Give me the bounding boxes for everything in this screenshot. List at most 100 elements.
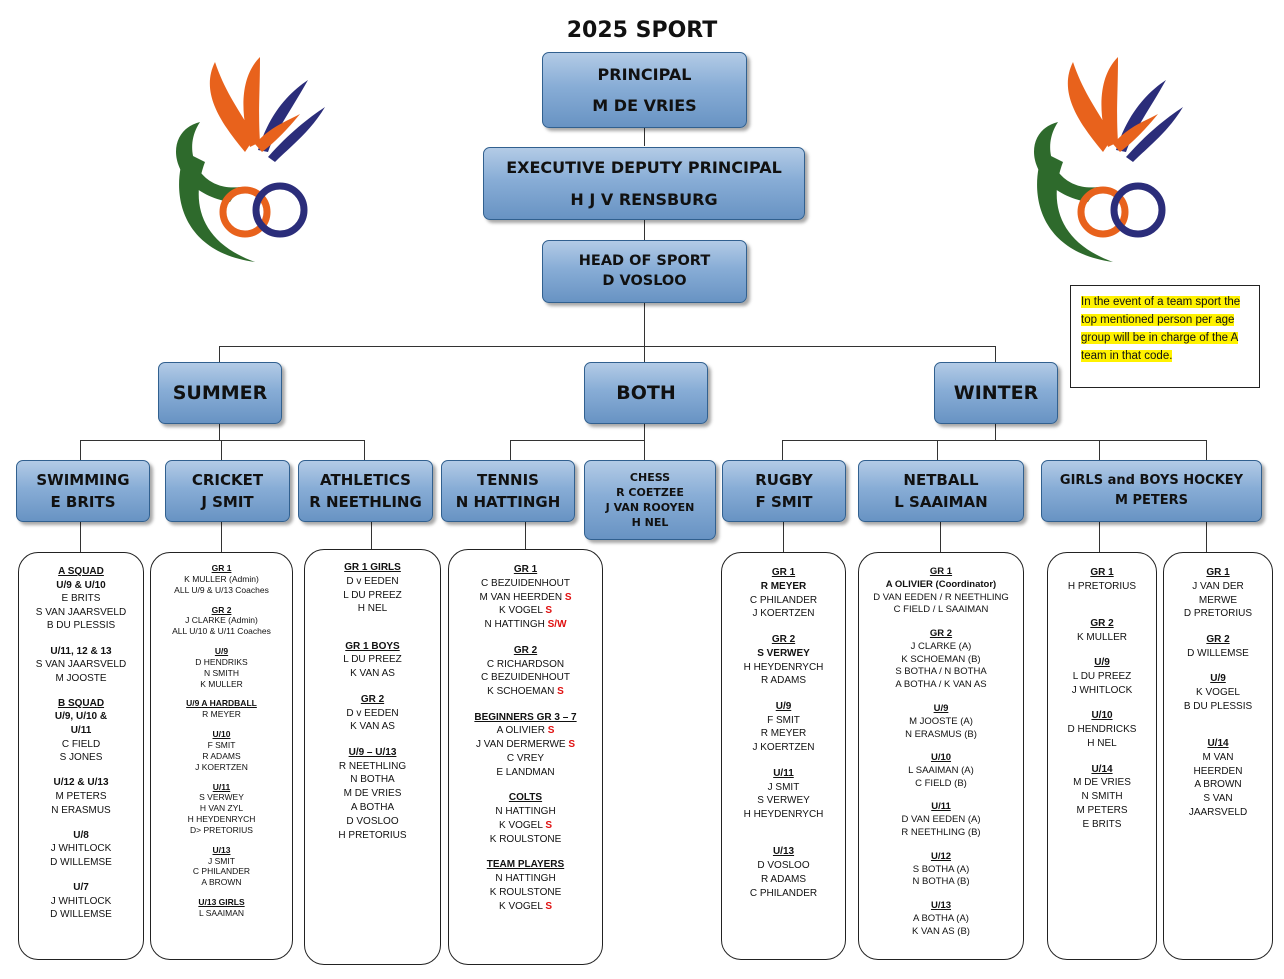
list-item: F SMIT <box>767 714 800 726</box>
group-heading: GR 1 <box>1090 567 1114 578</box>
principal-title: PRINCIPAL <box>597 64 692 84</box>
hockey-head: M PETERS <box>1115 493 1188 508</box>
spacer <box>1048 645 1156 657</box>
status-tag: S <box>557 686 564 698</box>
group-heading: GR 2 <box>513 644 538 656</box>
spacer <box>722 688 845 700</box>
list-item: R ADAMS <box>760 873 806 885</box>
list-item: D WILLEMSE <box>50 909 112 921</box>
spacer <box>19 633 143 645</box>
list-item: L DU PREEZ <box>1072 671 1132 683</box>
spacer <box>722 834 845 846</box>
group-heading: GR 2 <box>211 604 232 615</box>
connector-line <box>644 424 645 460</box>
spacer <box>449 780 602 792</box>
list-item: K VAN AS <box>350 721 395 733</box>
connector-line <box>364 440 365 460</box>
spacer <box>449 699 602 711</box>
list-item: U/9, U/10 & <box>54 711 108 723</box>
spacer <box>1048 605 1156 617</box>
connector-line <box>221 522 222 552</box>
group-heading: U/9 <box>214 646 229 657</box>
list-item: H VAN ZYL <box>199 803 244 814</box>
spacer <box>19 765 143 777</box>
spacer <box>19 685 143 697</box>
list-item: D VAN EEDEN / R NEETHLING <box>873 591 1009 603</box>
spacer <box>1164 661 1272 673</box>
connector-line <box>219 346 995 347</box>
list-item: HEERDEN <box>1193 765 1243 777</box>
list-item: R NEETHLING <box>338 760 407 772</box>
connector-line <box>937 440 938 460</box>
list-item: K VOGEL S <box>499 605 552 617</box>
list-item: N BOTHA (B) <box>912 876 970 888</box>
spacer <box>1164 621 1272 633</box>
list-item: S VERWEY <box>757 795 810 807</box>
group-heading: GR 2 <box>1090 618 1114 630</box>
list-item: K SCHOEMAN S <box>487 686 564 698</box>
group-heading: U/9 A HARDBALL <box>186 698 257 709</box>
group-heading: GR 2 <box>360 693 385 705</box>
principal-box: PRINCIPAL M DE VRIES <box>542 52 747 128</box>
list-item: S VERWEY <box>199 792 244 803</box>
list-item: H NEL <box>1087 738 1117 750</box>
list-item: R MEYER <box>760 728 807 740</box>
group-heading: GR 1 <box>771 567 796 578</box>
spacer <box>859 617 1023 628</box>
connector-line <box>80 522 81 552</box>
rugby-head: F SMIT <box>755 493 813 511</box>
principal-name: M DE VRIES <box>592 96 697 115</box>
hockey-box: GIRLS and BOYS HOCKEY M PETERS <box>1041 460 1262 522</box>
list-item: N ERASMUS <box>51 804 111 816</box>
list-item: A BOTHA <box>350 802 395 814</box>
list-item: D WILLEMSE <box>1187 647 1249 659</box>
status-tag: S <box>568 739 576 751</box>
list-item: S BOTHA / N BOTHA <box>895 666 987 678</box>
connector-line <box>80 440 365 441</box>
spacer <box>151 637 292 646</box>
group-heading: BEGINNERS GR 3 – 7 <box>474 711 577 723</box>
cricket-box: CRICKET J SMIT <box>165 460 290 522</box>
list-item: U/8 <box>73 829 89 841</box>
list-item: S VAN <box>1203 793 1233 805</box>
spacer <box>1048 698 1156 710</box>
group-heading: U/13 <box>930 899 952 911</box>
connector-line <box>219 424 220 440</box>
spacer <box>305 628 440 640</box>
both-label: BOTH <box>616 381 676 404</box>
netball-label: NETBALL <box>903 471 979 489</box>
spacer <box>1048 751 1156 763</box>
group-heading: U/9 <box>1210 673 1226 685</box>
chess-head-2: J VAN ROOYEN <box>605 501 695 514</box>
list-item: M PETERS <box>1076 804 1128 816</box>
spacer <box>449 847 602 859</box>
list-item: U/11, 12 & 13 <box>50 645 112 657</box>
list-item: L SAAIMAN <box>198 907 245 918</box>
spacer <box>722 822 845 834</box>
list-item: JAARSVELD <box>1188 807 1248 819</box>
rugby-label: RUGBY <box>755 471 813 489</box>
list-item: A BROWN <box>1194 779 1242 791</box>
list-item: A OLIVIER S <box>496 725 555 737</box>
connector-line <box>80 440 81 460</box>
list-item: D VOSLOO <box>757 860 810 872</box>
spacer <box>151 595 292 604</box>
list-item: H HEYDENRYCH <box>187 814 256 824</box>
connector-line <box>644 126 645 146</box>
list-item: K VAN AS <box>350 668 395 680</box>
list-item: M JOOSTE (A) <box>909 715 973 727</box>
status-tag: S <box>545 900 552 912</box>
group-heading: A SQUAD <box>58 566 104 577</box>
group-heading: U/13 <box>772 846 795 858</box>
list-item: K SCHOEMAN (B) <box>901 653 981 665</box>
group-heading: U/9 <box>933 702 949 714</box>
spacer <box>859 791 1023 802</box>
list-item: C FIELD <box>61 738 101 750</box>
group-heading: GR 2 <box>1206 633 1230 645</box>
group-heading: GR 2 <box>771 633 796 645</box>
